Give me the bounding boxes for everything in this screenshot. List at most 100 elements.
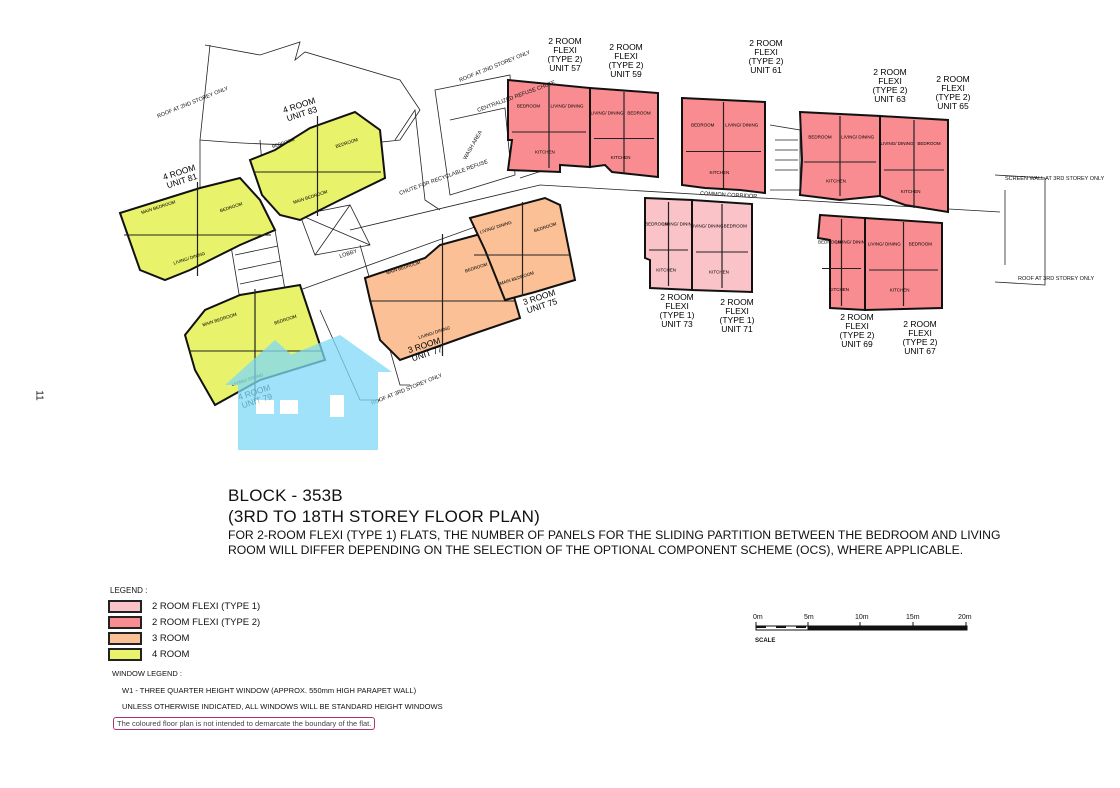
site-outline: [199, 41, 1046, 401]
unit-label: (TYPE 1): [720, 315, 755, 325]
unit-label: UNIT 59: [610, 69, 642, 79]
room-label: LIVING/ DINING: [841, 134, 875, 139]
room-label: KITCHEN: [890, 288, 910, 293]
room-label: BEDROOM: [517, 104, 541, 109]
unit-label: FLEXI: [665, 301, 689, 311]
unit-label: 2 ROOM: [609, 42, 643, 52]
scale-tick: 20m: [958, 614, 972, 621]
unit-label: 2 ROOM: [840, 312, 874, 322]
ocs-note-line2: ROOM WILL DIFFER DEPENDING ON THE SELECT…: [228, 543, 964, 557]
unit-label: UNIT 73: [661, 319, 693, 329]
room-label: BEDROOM: [917, 141, 941, 146]
disclaimer: The coloured floor plan is not intended …: [113, 717, 376, 730]
unit-label: FLEXI: [908, 328, 932, 338]
room-label: LIVING/ DINING: [590, 111, 624, 116]
unit-label: 2 ROOM: [903, 319, 937, 329]
block-title: BLOCK - 353B: [228, 486, 343, 505]
roof-3rd-label: ROOF AT 3RD STOREY ONLY: [371, 373, 444, 407]
room-label: BEDROOM: [818, 240, 842, 245]
scale-bar: [755, 622, 968, 631]
room-label: KITCHEN: [611, 155, 631, 160]
unit-label: 2 ROOM: [720, 297, 754, 307]
lobby-label: LOBBY: [339, 248, 359, 259]
room-label: KITCHEN: [829, 287, 849, 292]
unit-label: FLEXI: [941, 83, 965, 93]
window-legend-heading: WINDOW LEGEND :: [112, 669, 183, 678]
legend-swatch: [108, 632, 142, 645]
unit-label: (TYPE 2): [548, 54, 583, 64]
scale-tick: 0m: [753, 614, 763, 621]
legend-label: 2 ROOM FLEXI (TYPE 1): [152, 601, 261, 612]
unit-63[interactable]: BEDROOM LIVING/ DINING KITCHEN 2 ROOMFLEXI(…: [798, 67, 908, 202]
roof-2nd-label: ROOF AT 2ND STOREY ONLY: [459, 50, 532, 84]
legend-swatch: [108, 648, 142, 661]
unit-label: UNIT 57: [549, 63, 581, 73]
legend-item: 2 ROOM FLEXI (TYPE 1): [108, 600, 260, 613]
window-note: UNLESS OTHERWISE INDICATED, ALL WINDOWS …: [122, 702, 443, 711]
room-label: LIVING/ DINING: [868, 242, 902, 247]
unit-label: (TYPE 2): [903, 337, 938, 347]
scale-tick: 15m: [906, 614, 920, 621]
legend-swatch: [108, 600, 142, 613]
legend-label: 2 ROOM FLEXI (TYPE 2): [152, 617, 261, 628]
screen-wall-label: SCREEN WALL AT 3RD STOREY ONLY: [1005, 176, 1105, 182]
unit-67[interactable]: LIVING/ DINING BEDROOM KITCHEN 2 ROOMFLEXI(…: [864, 216, 943, 356]
roof-3rd-label: ROOF AT 3RD STOREY ONLY: [1018, 276, 1095, 282]
legend-item: 2 ROOM FLEXI (TYPE 2): [108, 616, 260, 629]
legend-heading: LEGEND :: [110, 586, 148, 595]
roof-2nd-label: ROOF AT 2ND STOREY ONLY: [157, 86, 230, 120]
room-label: LIVING/ DINING: [725, 123, 759, 128]
unit-label: UNIT 67: [904, 346, 936, 356]
unit-label: (TYPE 2): [609, 60, 644, 70]
room-label: LIVING/ DINING: [551, 104, 585, 109]
unit-label: FLEXI: [614, 51, 638, 61]
unit-label: UNIT 69: [841, 339, 873, 349]
room-label: KITCHEN: [826, 178, 846, 183]
unit-label: 2 ROOM: [873, 67, 907, 77]
page-number: 11: [33, 390, 45, 401]
unit-label: 2 ROOM: [749, 38, 783, 48]
scale-tick: 5m: [804, 614, 814, 621]
unit-label: FLEXI: [845, 321, 869, 331]
legend-label: 4 ROOM: [152, 649, 190, 660]
room-label: LIVING/ DINING: [835, 240, 869, 245]
unit-label: 2 ROOM: [548, 36, 582, 46]
unit-label: 2 ROOM: [660, 292, 694, 302]
storey-subtitle: (3RD TO 18TH STOREY FLOOR PLAN): [228, 507, 540, 526]
unit-label: UNIT 63: [874, 94, 906, 104]
unit-label: (TYPE 2): [936, 92, 971, 102]
room-label: BEDROOM: [724, 224, 748, 229]
room-label: BEDROOM: [691, 123, 715, 128]
recycle-chute-label: CHUTE FOR RECYCLABLE REFUSE: [399, 159, 490, 197]
room-label: KITCHEN: [901, 189, 921, 194]
unit-label: FLEXI: [878, 76, 902, 86]
scale-label: SCALE: [755, 638, 776, 644]
legend-label: 3 ROOM: [152, 633, 190, 644]
room-label: BEDROOM: [645, 222, 669, 227]
room-label: LIVING/ DINING: [880, 141, 914, 146]
room-label: BEDROOM: [909, 242, 933, 247]
unit-label: FLEXI: [553, 45, 577, 55]
unit-label: (TYPE 2): [873, 85, 908, 95]
legend-item: 4 ROOM: [108, 648, 189, 661]
unit-label: 2 ROOM: [936, 74, 970, 84]
room-label: LIVING/ DINING: [662, 222, 696, 227]
ocs-note-line1: FOR 2-ROOM FLEXI (TYPE 1) FLATS, THE NUM…: [228, 528, 1001, 542]
unit-label: (TYPE 2): [749, 56, 784, 66]
legend-swatch: [108, 616, 142, 629]
room-label: BEDROOM: [808, 134, 832, 139]
room-label: KITCHEN: [535, 150, 555, 155]
unit-label: UNIT 61: [750, 65, 782, 75]
scale-tick: 10m: [855, 614, 869, 621]
unit-label: (TYPE 2): [840, 330, 875, 340]
legend-item: 3 ROOM: [108, 632, 189, 645]
